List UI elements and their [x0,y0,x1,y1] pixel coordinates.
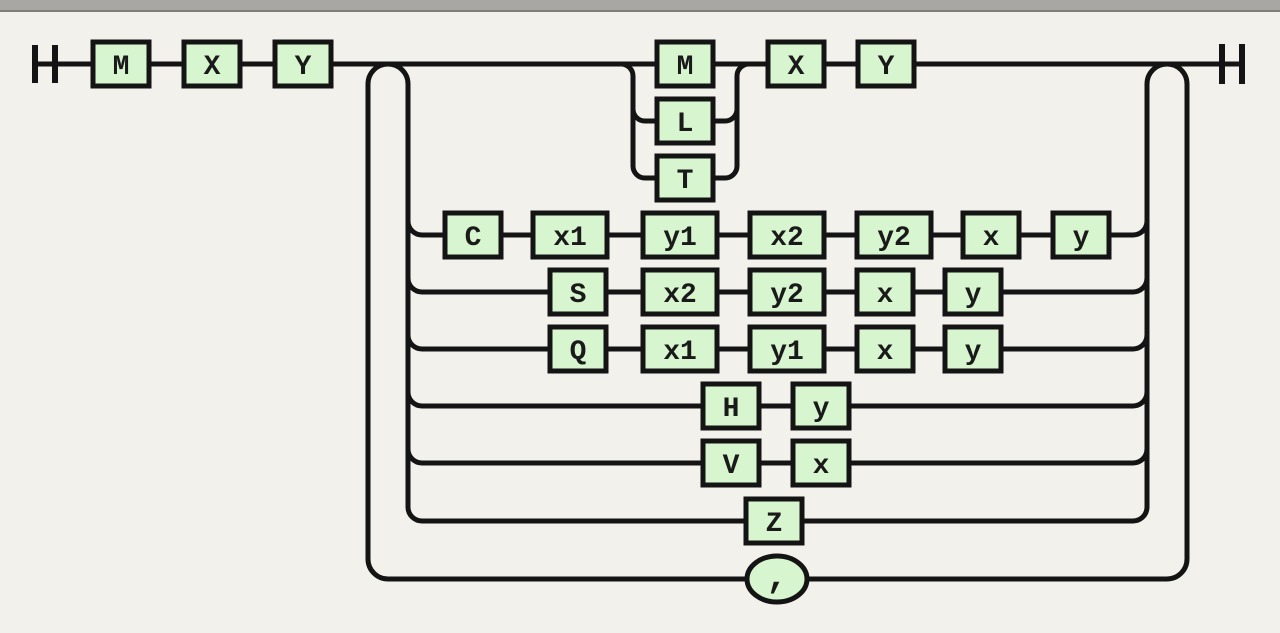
q-x1-label: x1 [663,337,697,368]
c-y1-node: y1 [640,210,720,260]
v-x-label: x [813,451,830,482]
s-cmd-node: S [547,267,609,317]
elbow [405,220,423,238]
window-top-bar [0,0,1280,12]
s-x-label: x [877,280,894,311]
elbow [713,108,740,124]
q-x-node: x [854,324,916,374]
alt1-m-node: M [654,39,716,89]
alt1-t-node: T [654,153,716,203]
c-x-node: x [960,210,1022,260]
s-y-node: y [942,267,1004,317]
s-y2-node: y2 [747,267,827,317]
seq-x-label: X [204,52,221,83]
elbow [713,165,740,181]
q-y-node: y [942,324,1004,374]
q-x-label: x [877,337,894,368]
alt1-y-node: Y [855,39,917,89]
c-x1-label: x1 [553,223,587,254]
alt-right-vertical [1144,61,1168,507]
s-x2-label: x2 [663,280,697,311]
mlt-merge-vertical [734,61,750,166]
s-cmd-label: S [570,280,587,311]
seq-x-node: X [181,39,243,89]
s-y-label: y [965,280,982,311]
c-x1-node: x1 [530,210,610,260]
s-x2-node: x2 [640,267,720,317]
c-x-label: x [983,223,1000,254]
h-cmd-label: H [723,394,740,425]
seq-m-label: M [113,52,130,83]
elbow [1132,391,1150,409]
elbow [405,334,423,352]
z-cmd-node: Z [743,496,805,546]
elbow [405,277,423,295]
s-y2-label: y2 [770,280,804,311]
elbow [405,448,423,466]
alt1-l-label: L [677,109,694,140]
elbow [630,165,657,181]
elbow [1132,277,1150,295]
h-y-label: y [813,394,830,425]
elbow [1132,506,1150,524]
seq-y-label: Y [295,52,312,83]
v-cmd-node: V [700,438,762,488]
c-x2-node: x2 [747,210,827,260]
c-y-label: y [1073,223,1090,254]
loop-right-rail [807,61,1190,582]
alt1-l-node: L [654,96,716,146]
railroad-svg: M X Y M L T X Y C x1 y1 x2 [32,39,1245,605]
elbow [405,506,423,524]
elbow [1132,448,1150,466]
elbow [1132,220,1150,238]
mlt-branch-vertical [620,61,636,166]
c-y2-label: y2 [877,223,911,254]
c-cmd-node: C [442,210,504,260]
alt-left-vertical [387,61,411,507]
c-y1-label: y1 [663,223,697,254]
h-cmd-node: H [700,381,762,431]
z-cmd-label: Z [766,509,783,540]
q-cmd-label: Q [570,337,587,368]
separator-comma-label: , [766,557,788,598]
v-cmd-label: V [723,451,740,482]
elbow [405,391,423,409]
q-y1-node: y1 [747,324,827,374]
v-x-node: x [790,438,852,488]
c-y2-node: y2 [854,210,934,260]
seq-m-node: M [90,39,152,89]
q-y1-label: y1 [770,337,804,368]
c-y-node: y [1050,210,1112,260]
seq-y-node: Y [272,39,334,89]
alt1-y-label: Y [878,52,895,83]
h-y-node: y [790,381,852,431]
q-y-label: y [965,337,982,368]
c-x2-label: x2 [770,223,804,254]
q-x1-node: x1 [640,324,720,374]
alt1-m-label: M [677,52,694,83]
alt1-x-label: X [788,52,805,83]
connector-lines [32,44,1245,582]
alt1-x-node: X [765,39,827,89]
elbow [1132,334,1150,352]
elbow [630,108,657,124]
loop-left-rail [365,61,747,582]
q-cmd-node: Q [547,324,609,374]
alt1-t-label: T [677,166,694,197]
railroad-diagram: M X Y M L T X Y C x1 y1 x2 [0,12,1280,633]
c-cmd-label: C [465,223,482,254]
separator-comma-node: , [744,553,810,605]
s-x-node: x [854,267,916,317]
